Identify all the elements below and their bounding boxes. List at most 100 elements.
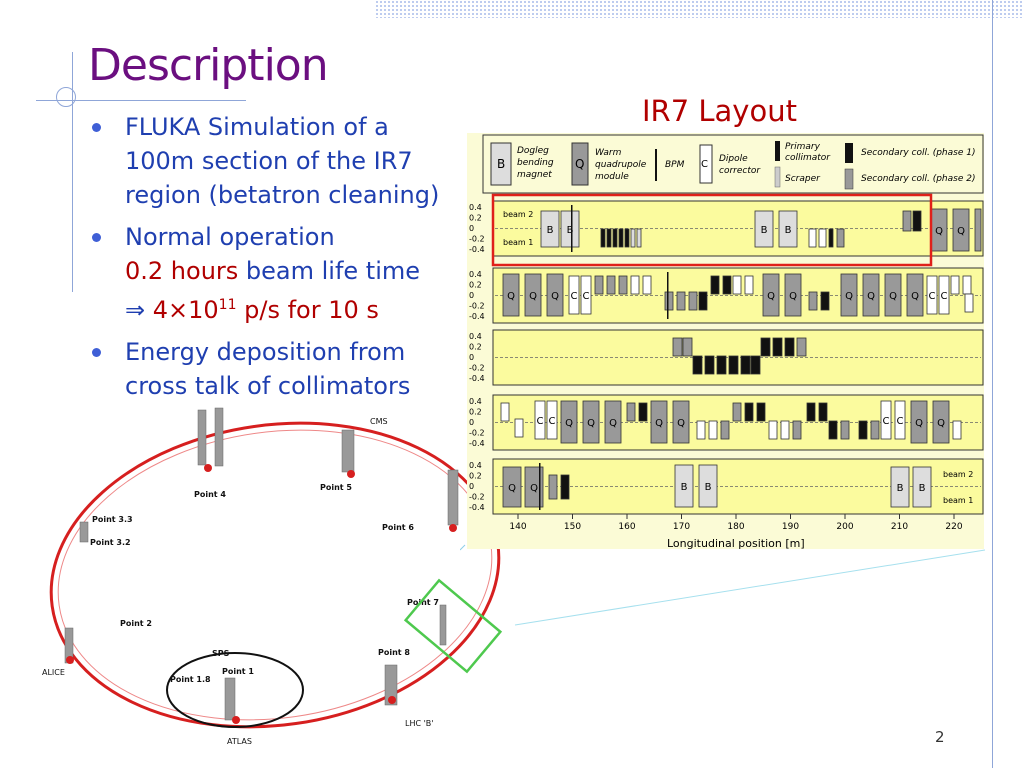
element-label: Q	[677, 418, 685, 429]
legend-bpm-symbol	[655, 149, 657, 181]
rate-tail: p/s for 10 s	[236, 296, 379, 324]
x-tick-label: 180	[727, 522, 744, 532]
bullet-list: FLUKA Simulation of a 100m section of th…	[92, 110, 462, 411]
bpm-line	[539, 463, 541, 510]
label-lhcb: LHC 'B'	[405, 719, 434, 728]
element-label: Q	[957, 226, 965, 237]
implies-arrow: ⇒	[125, 296, 153, 324]
legend-sec2: Secondary coll. (phase 2)	[861, 174, 975, 184]
beamline-element	[716, 355, 727, 375]
beamline-element	[524, 273, 542, 317]
beamline-element	[880, 400, 892, 440]
beamline-element	[894, 400, 906, 440]
element-label: B	[567, 225, 574, 236]
label-point-1-8: Point 1.8	[170, 675, 211, 684]
element-label: Q	[587, 418, 595, 429]
beamline-element	[910, 400, 928, 444]
beamline-element	[964, 293, 974, 313]
y-tick-label: 0	[469, 291, 474, 300]
shaft-point4	[197, 409, 207, 466]
element-label: Q	[507, 291, 515, 302]
element-label: Q	[530, 483, 538, 494]
element-label: Q	[845, 291, 853, 302]
label-point-7: Point 7	[407, 598, 439, 607]
beamline-element	[568, 275, 580, 315]
ir7-layout-svg: B Dogleg bending magnet Q Warm quadrupol…	[469, 134, 984, 550]
bpm-line	[571, 205, 573, 252]
y-tick-label: 0.4	[469, 203, 482, 212]
label-point-5: Point 5	[320, 483, 352, 492]
shaft-point3	[79, 521, 89, 543]
beamline-element	[858, 420, 868, 440]
beamline-element	[756, 402, 766, 422]
beamline-element	[828, 228, 834, 248]
shaft-point6	[447, 469, 459, 526]
beamline-element	[808, 228, 817, 248]
y-tick-label: -0.4	[469, 439, 485, 448]
element-label: C	[941, 291, 948, 302]
lhc-ring	[49, 421, 501, 729]
y-tick-label: -0.4	[469, 312, 485, 321]
beamline-element	[642, 275, 652, 295]
element-label: C	[883, 416, 890, 427]
shaft-point4b	[214, 407, 224, 467]
y-tick-label: -0.2	[469, 364, 485, 373]
decor-right-line	[992, 0, 993, 768]
shaft-point7	[439, 604, 447, 646]
label-point-8: Point 8	[378, 648, 410, 657]
beamline-element	[672, 400, 690, 444]
x-tick-label: 210	[891, 522, 908, 532]
legend-quad-1: Warm	[595, 148, 622, 158]
beamline-element	[744, 402, 754, 422]
beamline-element	[912, 466, 932, 508]
beamline-element	[582, 400, 600, 444]
bullet-dot	[92, 233, 101, 242]
beamline-element	[720, 420, 730, 440]
element-label: B	[547, 225, 554, 236]
bullet-dot	[92, 348, 101, 357]
beamline-element	[818, 402, 828, 422]
beamline-element	[524, 466, 544, 508]
legend-corr-1: Dipole	[719, 154, 748, 164]
legend-sec1-symbol	[845, 143, 853, 163]
beamline-element	[682, 337, 693, 357]
element-label: B	[785, 225, 792, 236]
beamline-element	[784, 337, 795, 357]
element-label: Q	[565, 418, 573, 429]
lhc-ring-inner	[57, 429, 493, 721]
beamline-element	[626, 402, 636, 422]
y-tick-label: 0.2	[469, 472, 482, 481]
beamline-element	[952, 208, 970, 252]
beamline-element	[560, 400, 578, 444]
legend-sec2-symbol	[844, 168, 854, 190]
beamline-element	[740, 355, 751, 375]
beamline-element	[606, 275, 616, 295]
legend-corr-symbol	[699, 144, 713, 184]
y-tick-label: 0	[469, 418, 474, 427]
legend-scraper-symbol	[774, 166, 781, 188]
page-number: 2	[935, 728, 945, 746]
legend-quad-symbol	[571, 142, 589, 186]
y-tick-label: 0.4	[469, 332, 482, 341]
beamline-element	[912, 210, 922, 232]
label-point-3-3: Point 3.3	[92, 515, 133, 524]
beamline-element	[624, 228, 630, 248]
element-label: C	[583, 291, 590, 302]
element-label: C	[537, 416, 544, 427]
beamline-element	[772, 337, 783, 357]
beamline-element	[594, 275, 604, 295]
beamline-element	[890, 466, 910, 508]
y-tick-label: -0.2	[469, 493, 485, 502]
beamline-element	[778, 210, 798, 248]
beamline-element	[732, 402, 742, 422]
beamline-element	[754, 210, 774, 248]
beamline-element	[744, 275, 754, 295]
element-label: C	[897, 416, 904, 427]
y-tick-label: -0.2	[469, 302, 485, 311]
beamline-element	[630, 275, 640, 295]
beamline-element	[606, 228, 612, 248]
y-tick-label: 0.4	[469, 270, 482, 279]
label-point-6: Point 6	[382, 523, 414, 532]
beamline-element	[674, 464, 694, 508]
y-tick-label: 0.2	[469, 408, 482, 417]
